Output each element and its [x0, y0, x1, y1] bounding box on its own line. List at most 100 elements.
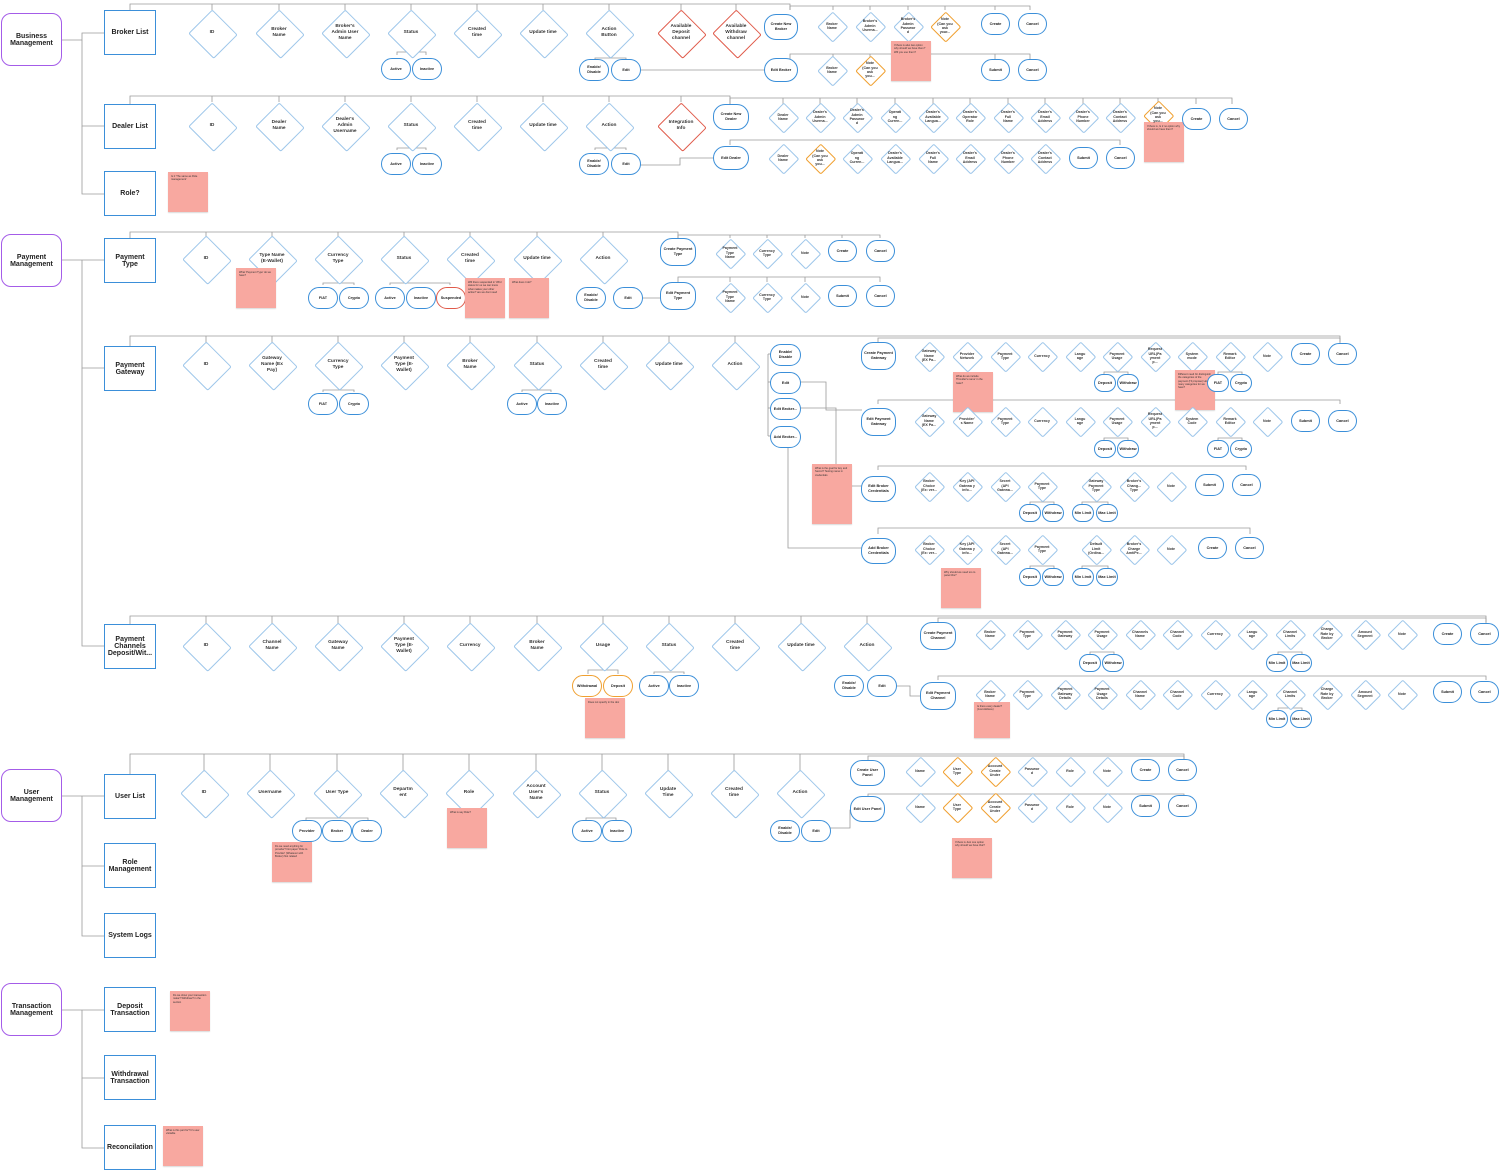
form-field: Provider Network: [953, 342, 981, 370]
menu-edit-broker[interactable]: Edit Broker...: [770, 398, 801, 420]
form-field: Payment Type Name: [716, 283, 744, 311]
edit-button[interactable]: Edit: [611, 59, 641, 81]
cancel-button[interactable]: Cancel: [1470, 681, 1499, 703]
enable-disable-button[interactable]: Enable/ Disable: [576, 287, 606, 309]
submit-button[interactable]: Submit: [981, 59, 1010, 81]
edit-broker-action[interactable]: Edit Broker: [764, 58, 798, 82]
menu-enable-disable[interactable]: Enable/ Disable: [770, 344, 801, 366]
module-user-management[interactable]: User Management: [1, 769, 62, 822]
form-field: Dealer's Email Address: [1031, 103, 1059, 131]
edit-payment-gateway-action[interactable]: Edit Payment Gateway: [861, 408, 896, 436]
enable-disable-button[interactable]: Enable/ Disable: [579, 153, 609, 175]
field-diamond: Created time: [710, 770, 758, 816]
create-new-broker-action[interactable]: Create New Broker: [764, 14, 798, 40]
submit-button[interactable]: Submit: [1195, 474, 1224, 496]
menu-edit[interactable]: Edit: [770, 372, 801, 394]
add-broker-credentials-action[interactable]: Add Broker Credentials: [861, 538, 896, 564]
edit-button[interactable]: Edit: [613, 287, 643, 309]
field-diamond: ID: [182, 236, 230, 282]
create-button[interactable]: Create: [981, 13, 1010, 35]
fiat-pill: FIAT: [308, 393, 338, 415]
section-payment-channels[interactable]: Payment Channels Deposit/Wit...: [104, 624, 156, 669]
cancel-button[interactable]: Cancel: [1018, 59, 1047, 81]
cancel-button[interactable]: Cancel: [1106, 147, 1135, 169]
submit-button[interactable]: Submit: [1291, 410, 1320, 432]
create-payment-type-action[interactable]: Create Payment Type: [660, 238, 696, 266]
create-button[interactable]: Create: [1291, 343, 1320, 365]
edit-dealer-action[interactable]: Edit Dealer: [713, 146, 749, 170]
form-field: Broker Choice (Ex: ver...: [915, 535, 943, 563]
form-field: Request URL(Pa yment p...: [1141, 342, 1169, 370]
menu-add-broker[interactable]: Add Broker...: [770, 426, 801, 448]
edit-button[interactable]: Edit: [801, 820, 831, 842]
form-field: Key (API Gatewa y info...: [953, 472, 981, 500]
section-role-management[interactable]: Role Management: [104, 843, 156, 888]
section-payment-gateway[interactable]: Payment Gateway: [104, 346, 156, 391]
cancel-button[interactable]: Cancel: [1328, 343, 1357, 365]
edit-button[interactable]: Edit: [867, 675, 897, 697]
edit-payment-type-action[interactable]: Edit Payment Type: [660, 282, 696, 310]
form-field: Langu age: [1066, 407, 1094, 435]
section-withdrawal-transaction[interactable]: Withdrawal Transaction: [104, 1055, 156, 1100]
cancel-button[interactable]: Cancel: [1470, 623, 1499, 645]
form-field: Note: [1253, 342, 1281, 370]
cancel-button[interactable]: Cancel: [866, 240, 895, 262]
cancel-button[interactable]: Cancel: [1328, 410, 1357, 432]
cancel-button[interactable]: Cancel: [1235, 537, 1264, 559]
form-field-note: Account Create Under: [981, 757, 1009, 785]
form-field: Note: [1388, 620, 1416, 648]
cancel-button[interactable]: Cancel: [1168, 795, 1197, 817]
create-button[interactable]: Create: [1131, 759, 1160, 781]
section-role[interactable]: Role?: [104, 171, 156, 216]
module-transaction-management[interactable]: Transaction Management: [1, 983, 62, 1036]
min-limit-pill: Min Limit: [1072, 504, 1094, 522]
cancel-button[interactable]: Cancel: [1018, 13, 1047, 35]
create-button[interactable]: Create: [1182, 108, 1211, 130]
submit-button[interactable]: Submit: [1131, 795, 1160, 817]
section-broker-list[interactable]: Broker List: [104, 10, 156, 55]
submit-button[interactable]: Submit: [1433, 681, 1462, 703]
status-active-pill: Active: [381, 153, 411, 175]
cancel-button[interactable]: Cancel: [866, 285, 895, 307]
section-dealer-list[interactable]: Dealer List: [104, 104, 156, 149]
enable-disable-button[interactable]: Enable/ Disable: [770, 820, 800, 842]
form-field: Payment Type: [1028, 472, 1056, 500]
form-field-note: User Type: [943, 793, 971, 821]
field-diamond: Currency Type: [314, 342, 362, 388]
form-field: Amount Segment: [1351, 620, 1379, 648]
field-diamond: Account User's Name: [512, 770, 560, 816]
field-diamond: Departm ent: [379, 770, 427, 816]
section-reconcilation[interactable]: Reconcilation: [104, 1125, 156, 1170]
section-system-logs[interactable]: System Logs: [104, 913, 156, 958]
form-field: Payment Type: [991, 342, 1019, 370]
create-button[interactable]: Create: [1198, 537, 1227, 559]
create-button[interactable]: Create: [1433, 623, 1462, 645]
create-button[interactable]: Create: [828, 240, 857, 262]
create-payment-gateway-action[interactable]: Create Payment Gateway: [861, 342, 896, 370]
field-diamond: Action: [843, 623, 891, 669]
create-payment-channel-action[interactable]: Create Payment Channel: [920, 622, 956, 650]
submit-button[interactable]: Submit: [828, 285, 857, 307]
cancel-button[interactable]: Cancel: [1168, 759, 1197, 781]
edit-user-panel-action[interactable]: Edit User Panel: [850, 796, 885, 822]
module-business-management[interactable]: Business Management: [1, 13, 62, 66]
submit-button[interactable]: Submit: [1069, 147, 1098, 169]
create-user-panel-action[interactable]: Create User Panel: [850, 760, 885, 786]
module-payment-management[interactable]: Payment Management: [1, 234, 62, 287]
edit-broker-credentials-action[interactable]: Edit Broker Credentials: [861, 476, 896, 502]
cancel-button[interactable]: Cancel: [1219, 108, 1248, 130]
sticky-note: If there is also two option why should w…: [891, 41, 931, 81]
edit-button[interactable]: Edit: [611, 153, 641, 175]
cancel-button[interactable]: Cancel: [1232, 474, 1261, 496]
edit-payment-channel-action[interactable]: Edit Payment Channel: [920, 682, 956, 710]
section-user-list[interactable]: User List: [104, 774, 156, 819]
field-diamond: Created time: [453, 10, 501, 56]
section-payment-type[interactable]: Payment Type: [104, 238, 156, 283]
form-field: Key (API Gatewa y info...: [953, 535, 981, 563]
section-deposit-transaction[interactable]: Deposit Transaction: [104, 987, 156, 1032]
form-field: Langu age: [1238, 620, 1266, 648]
enable-disable-button[interactable]: Enable/ Disable: [834, 675, 864, 697]
enable-disable-button[interactable]: Enable/ Disable: [579, 59, 609, 81]
form-field: Channel Name: [1126, 680, 1154, 708]
create-new-dealer-action[interactable]: Create New Dealer: [713, 104, 749, 130]
